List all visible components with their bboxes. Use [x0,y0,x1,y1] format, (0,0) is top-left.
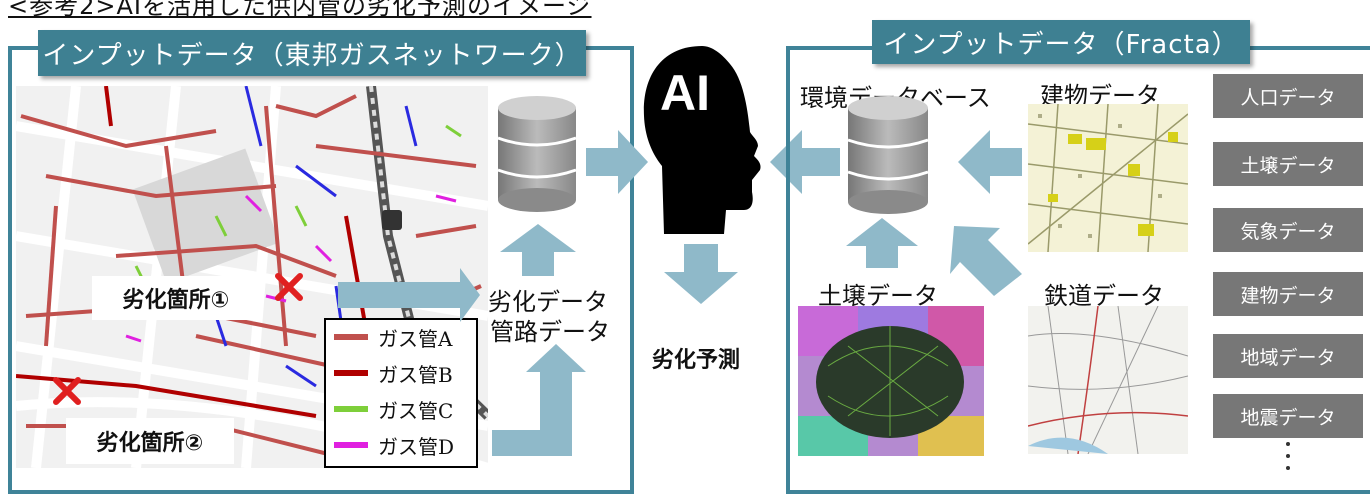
legend-label-d: ガス管D [378,434,455,459]
right-panel-header: インプットデータ（Fracta） [872,20,1250,64]
railway-data-thumbnail [1028,306,1188,454]
building-data-thumbnail [1028,104,1188,252]
deterioration-mark-2 [52,376,82,406]
pipe-legend: ガス管A ガス管B ガス管C ガス管D [324,318,478,468]
right-database-icon [846,94,930,216]
side-item-soil: 土壌データ [1213,142,1363,186]
soil-data-label: 土壌データ [818,282,938,310]
legend-item-c: ガス管C [334,394,453,424]
arrow-ai-to-prediction [664,244,738,304]
side-item-population: 人口データ [1213,74,1363,118]
deterioration-prediction-label: 劣化予測 [652,348,741,373]
soil-data-thumbnail [798,306,984,456]
side-item-earthquake: 地震データ [1213,394,1363,438]
callout-deterioration-1: 劣化箇所① [92,276,260,320]
pipe-blue-lines [214,86,418,388]
callout-deterioration-2: 劣化箇所② [66,418,234,464]
legend-item-a: ガス管A [334,322,452,352]
side-item-region: 地域データ [1213,334,1363,378]
deterioration-mark-1 [274,272,304,302]
pipe-d-lines [125,194,457,343]
page-title: <参考2>AIを活用した供内管の劣化予測のイメージ [8,0,592,20]
legend-label-c: ガス管C [378,398,454,423]
left-panel-header: インプットデータ（東邦ガスネットワーク） [38,30,586,76]
legend-swatch-a [334,334,368,340]
ai-label: AI [660,65,710,121]
station-icon [382,210,402,230]
legend-swatch-b [334,370,368,376]
deterioration-data-label: 劣化データ [488,288,608,316]
ai-head-icon [640,42,764,236]
legend-item-b: ガス管B [334,358,453,388]
left-database-icon [496,94,578,214]
legend-label-a: ガス管A [378,326,453,351]
side-item-building: 建物データ [1213,272,1363,316]
side-item-weather: 気象データ [1213,208,1363,252]
legend-swatch-d [334,442,368,448]
more-items-ellipsis [1284,440,1292,475]
pipe-data-label: 管路データ [490,318,610,346]
legend-item-d: ガス管D [334,430,454,460]
legend-label-b: ガス管B [378,362,453,387]
railway-data-label: 鉄道データ [1044,282,1164,310]
legend-swatch-c [334,406,368,412]
